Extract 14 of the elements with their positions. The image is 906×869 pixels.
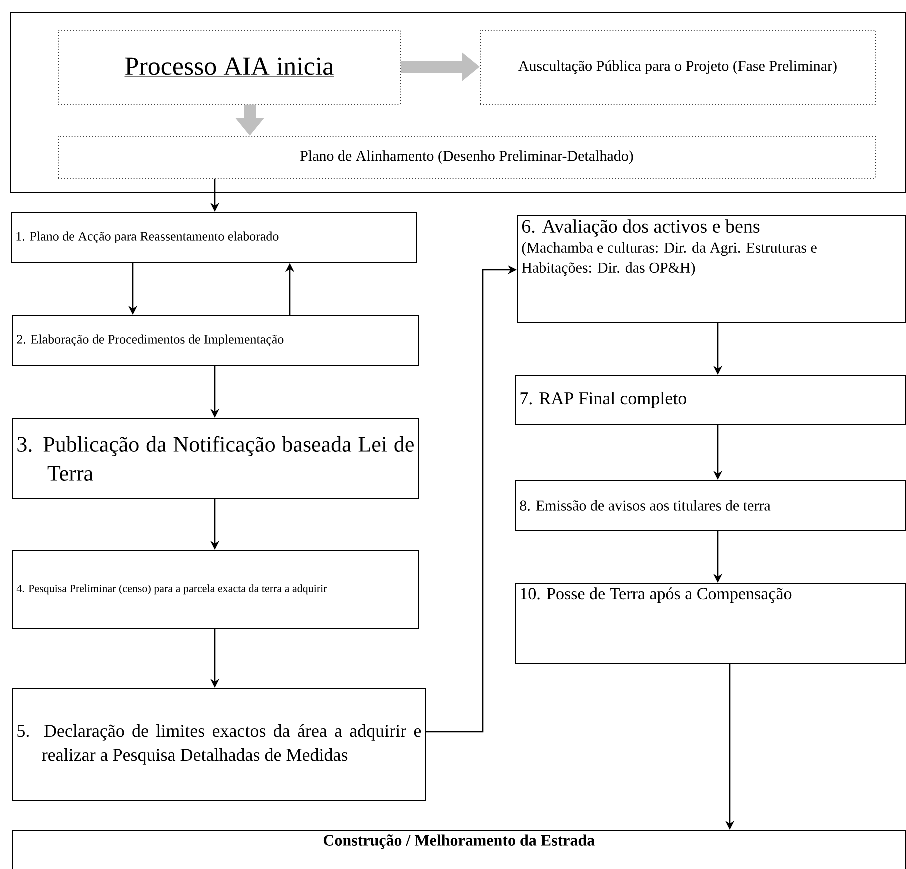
- process-box: 1. Plano de Acção para Reassentamento elaborado: [11, 212, 418, 264]
- process-box: 5. Declaração de limites exactos da área a adquirir e realizar a Pesquisa Detalhadas de Medidas: [12, 688, 426, 802]
- process-box: Auscultação Pública para o Projeto (Fase Preliminar): [480, 30, 876, 105]
- group-frame: [10, 12, 906, 194]
- process-box: 4. Pesquisa Preliminar (censo) para a parcela exacta da terra a adquirir: [12, 550, 420, 630]
- end-box: Construção / Melhoramento da Estrada: [12, 830, 906, 869]
- process-box: 3. Publicação da Notificação baseada Lei de Terra: [12, 418, 420, 500]
- process-box: 7. RAP Final completo: [515, 375, 906, 426]
- process-box: 10. Posse de Terra após a Compensação: [515, 583, 906, 664]
- process-box: 6. Avaliação dos activos e bens (Machamba e culturas: Dir. da Agri. Estruturas e Habitações: Dir. das OP&H): [517, 215, 906, 324]
- process-box: Plano de Alinhamento (Desenho Preliminar-Detalhado): [58, 136, 876, 179]
- process-box: 8. Emissão de avisos aos titulares de terra: [515, 480, 906, 532]
- start-box: Processo AIA inicia: [58, 30, 401, 105]
- process-box: 2. Elaboração de Procedimentos de Implementação: [12, 315, 420, 366]
